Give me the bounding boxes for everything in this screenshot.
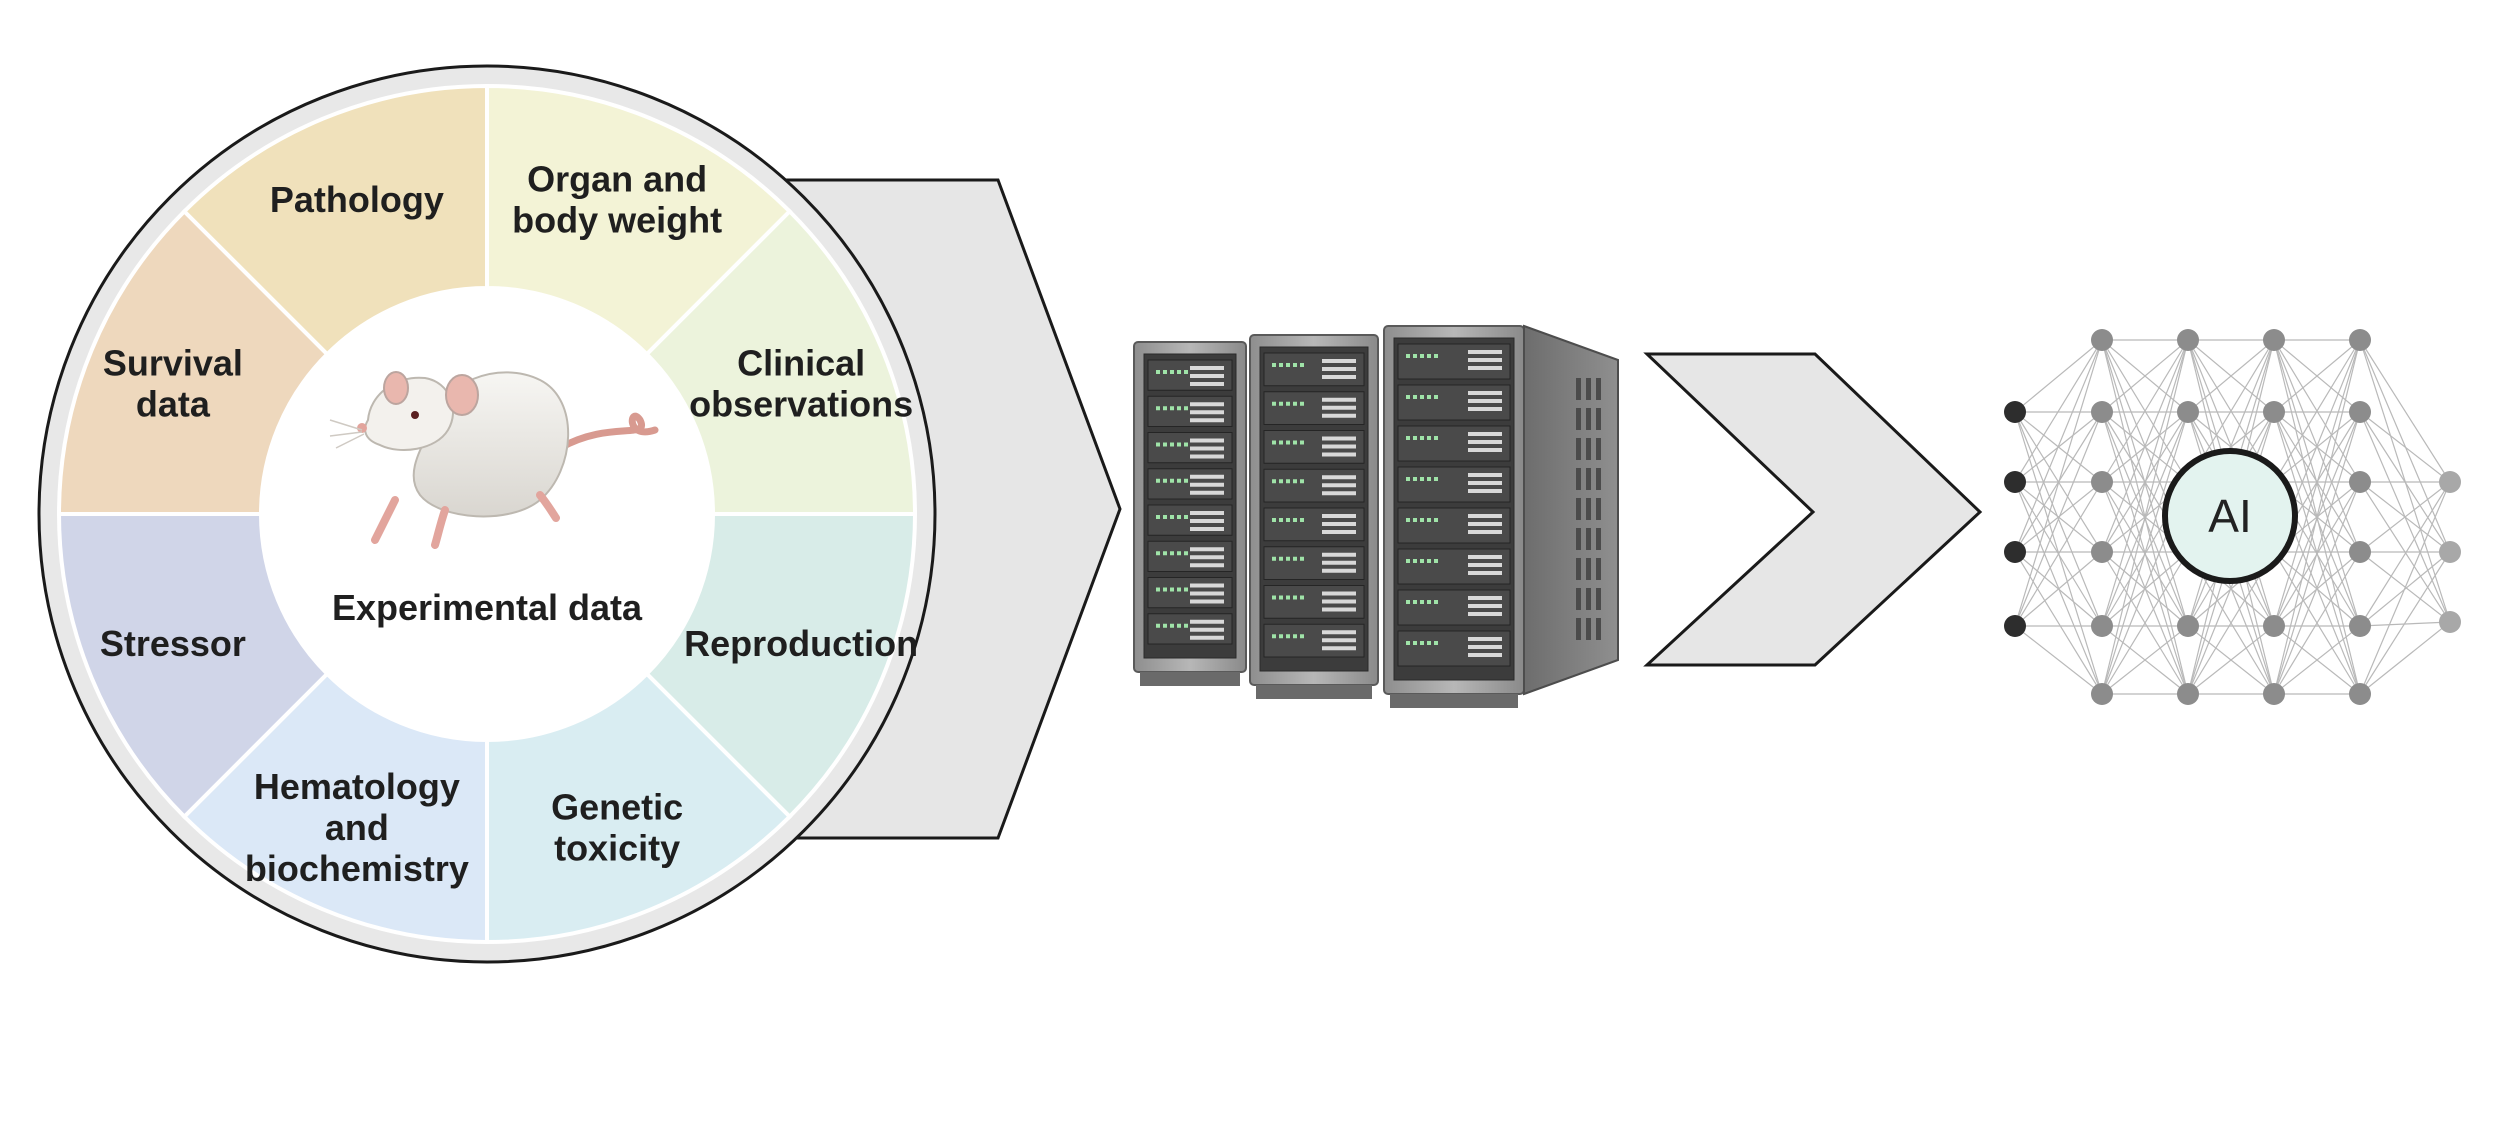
network-node <box>2091 329 2113 351</box>
network-node <box>2177 683 2199 705</box>
rat-icon <box>329 371 659 549</box>
network-node <box>2263 329 2285 351</box>
network-node <box>2263 401 2285 423</box>
network-node <box>2004 615 2026 637</box>
segment-label: Pathology <box>270 179 444 220</box>
server-rack-icon <box>1133 324 1619 708</box>
network-node <box>2004 471 2026 493</box>
network-node <box>2349 541 2371 563</box>
network-node <box>2091 615 2113 637</box>
server-rack <box>1249 334 1379 699</box>
network-node <box>2263 615 2285 637</box>
network-node <box>2439 471 2461 493</box>
network-node <box>2177 329 2199 351</box>
network-node <box>2349 401 2371 423</box>
server-rack <box>1383 325 1525 708</box>
network-node <box>2091 541 2113 563</box>
network-node <box>2263 683 2285 705</box>
network-node <box>2177 615 2199 637</box>
network-node <box>2091 471 2113 493</box>
segment-label: Reproduction <box>684 623 918 664</box>
network-node <box>2439 611 2461 633</box>
network-node <box>2004 401 2026 423</box>
center-label: Experimental data <box>332 587 643 628</box>
server-rack-side <box>1523 324 1619 696</box>
network-node <box>2349 615 2371 637</box>
ai-label: AI <box>2208 490 2251 542</box>
network-node <box>2177 401 2199 423</box>
network-node <box>2349 329 2371 351</box>
server-rack <box>1133 341 1247 686</box>
network-node <box>2091 683 2113 705</box>
neural-network-icon: AI <box>2004 329 2461 705</box>
network-node <box>2439 541 2461 563</box>
network-node <box>2004 541 2026 563</box>
network-node <box>2091 401 2113 423</box>
ai-node <box>2162 448 2298 584</box>
network-node <box>2349 683 2371 705</box>
flow-arrow-2 <box>1643 352 1983 667</box>
segment-label: Stressor <box>100 623 246 664</box>
network-node <box>2349 471 2371 493</box>
